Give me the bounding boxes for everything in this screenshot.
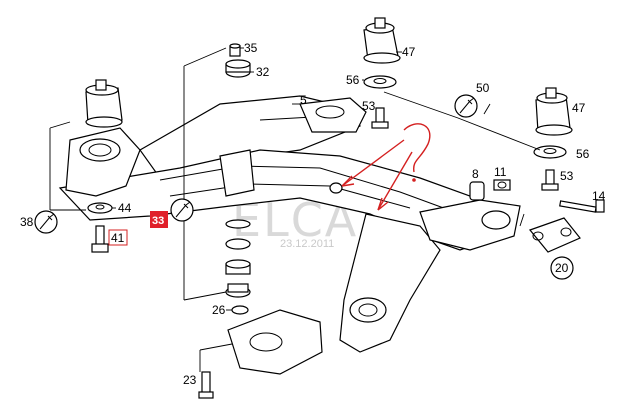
callout-32: 32	[256, 65, 270, 79]
stack-center	[225, 43, 251, 315]
callout-14: 14	[592, 189, 606, 203]
callout-53-top: 53	[362, 99, 376, 113]
callout-56-right: 56	[576, 147, 590, 161]
wrench-icon	[454, 94, 478, 118]
bolt-41	[91, 225, 109, 253]
washer-56-top	[363, 75, 397, 89]
bushing-left	[85, 79, 123, 128]
callout-56-top: 56	[346, 73, 360, 87]
callout-33: 33	[152, 215, 164, 227]
bushing-8	[469, 181, 485, 201]
callout-38: 38	[20, 215, 34, 229]
red-annotation	[108, 123, 431, 246]
callout-35: 35	[244, 41, 258, 55]
callout-41: 41	[111, 231, 125, 245]
callout-11: 11	[494, 165, 507, 179]
bushing-47-right	[535, 87, 573, 136]
callout-47-right: 47	[572, 101, 586, 115]
question-dot	[412, 178, 416, 182]
wrench-icon	[170, 198, 194, 222]
differential-carrier	[198, 309, 323, 399]
bolt-53-top	[371, 107, 389, 129]
bushing-47-top	[363, 17, 401, 64]
subframe-body	[58, 95, 521, 353]
callout-47-top: 47	[402, 45, 416, 59]
nut-11	[493, 179, 511, 191]
highlight-box-41	[108, 229, 128, 246]
callout-8: 8	[472, 167, 479, 181]
link-20	[528, 217, 581, 253]
callout-20-circle	[550, 256, 574, 280]
callout-26: 26	[212, 303, 226, 317]
watermark-date: 23.12.2011	[280, 238, 334, 250]
callout-5: 5	[300, 93, 307, 107]
washer-44	[87, 202, 113, 214]
leader-lines	[49, 47, 541, 372]
callout-23: 23	[183, 373, 197, 387]
callout-53-right: 53	[560, 169, 574, 183]
callout-50: 50	[476, 81, 490, 95]
wrench-icon	[34, 210, 58, 234]
bolt-14	[559, 199, 605, 213]
washer-56-right	[533, 145, 567, 159]
bolt-53-right	[541, 169, 559, 191]
highlight-box-33	[150, 211, 168, 228]
callout-20: 20	[555, 261, 569, 275]
callout-44: 44	[118, 201, 132, 215]
